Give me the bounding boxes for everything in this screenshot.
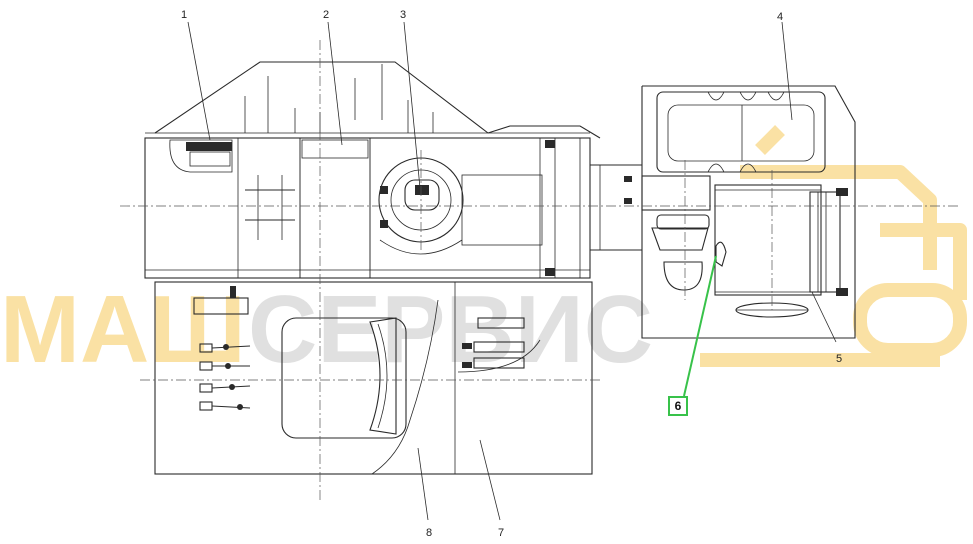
callout-7: 7 bbox=[498, 527, 504, 539]
callout-6: 6 bbox=[674, 399, 682, 413]
lower-cab bbox=[154, 281, 593, 475]
callout-8: 8 bbox=[426, 527, 432, 539]
callout-1: 1 bbox=[181, 9, 187, 21]
excavator-icon bbox=[700, 125, 967, 367]
watermark-text-left: МАШ bbox=[0, 276, 246, 383]
callout-labels: 1 2 3 4 5 7 8 bbox=[181, 9, 842, 539]
right-module bbox=[641, 85, 856, 339]
watermark-text-right: СЕРВИС bbox=[248, 276, 653, 383]
callout-6-leader bbox=[683, 255, 717, 397]
callout-3: 3 bbox=[400, 9, 406, 21]
callout-4: 4 bbox=[777, 11, 783, 23]
callout-2: 2 bbox=[323, 9, 329, 21]
callout-5: 5 bbox=[836, 353, 842, 365]
callout-6-highlight-box: 6 bbox=[668, 396, 688, 416]
machine-frame bbox=[144, 61, 642, 279]
leader-lines bbox=[187, 21, 837, 521]
watermark: МАШ СЕРВИС bbox=[0, 125, 967, 383]
center-lines bbox=[120, 40, 960, 500]
